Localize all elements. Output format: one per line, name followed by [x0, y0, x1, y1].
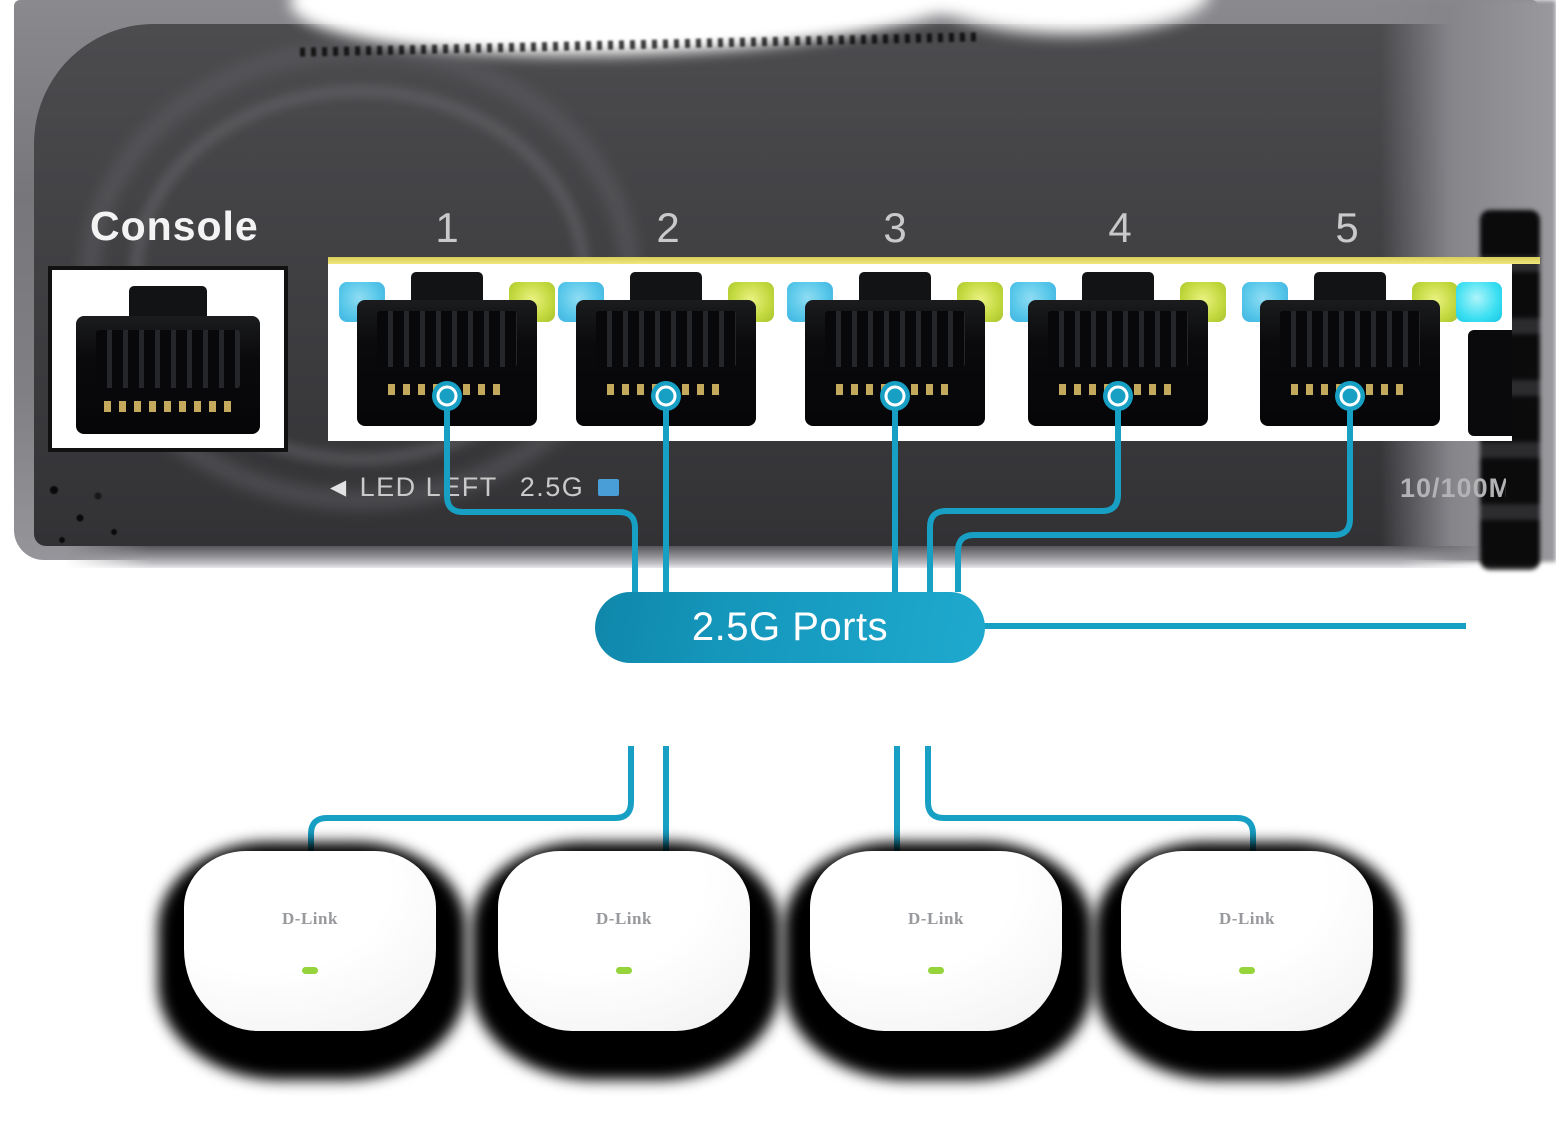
console-label: Console	[90, 203, 259, 249]
panel-accent-bar	[328, 257, 1540, 264]
port-4	[1005, 264, 1231, 441]
ap-status-led-icon	[302, 967, 318, 974]
ap-status-led-icon	[928, 967, 944, 974]
switch-bottom-bevel	[66, 546, 1486, 568]
ap-status-led-icon	[1239, 967, 1255, 974]
port-4-rj45-jack	[1005, 264, 1231, 441]
port-6-rj45-jack-partial	[1468, 330, 1512, 436]
port-6-cyan-led-icon	[1456, 282, 1502, 322]
port-2	[553, 264, 779, 441]
access-point-2: D-Link	[498, 851, 750, 1031]
port-3-number: 3	[883, 204, 907, 251]
access-point-body: D-Link	[1121, 851, 1373, 1031]
access-point-4: D-Link	[1121, 851, 1373, 1031]
access-point-3: D-Link	[810, 851, 1062, 1031]
port-4-number: 4	[1108, 204, 1132, 251]
led-legend-speed: 2.5G	[519, 472, 585, 502]
right-speed-label: 10/100M	[1400, 473, 1506, 503]
access-point-body: D-Link	[810, 851, 1062, 1031]
dlink-logo: D-Link	[282, 909, 338, 928]
switch-device: Console 1 2 3 4 5	[14, 0, 1556, 570]
dlink-logo: D-Link	[1219, 909, 1275, 928]
access-point-1: D-Link	[184, 851, 436, 1031]
dlink-logo: D-Link	[908, 909, 964, 928]
speed-callout-pill: 2.5G Ports	[595, 592, 985, 663]
access-point-body: D-Link	[184, 851, 436, 1031]
port-5	[1237, 264, 1463, 441]
port-3-rj45-jack	[782, 264, 1008, 441]
access-point-body: D-Link	[498, 851, 750, 1031]
led-legend: ◀ LED LEFT 2.5G	[330, 472, 620, 503]
console-rj45-jack	[52, 270, 284, 448]
blue-square-icon	[598, 479, 620, 496]
port-2-rj45-jack	[553, 264, 779, 441]
left-arrow-icon: ◀	[330, 476, 348, 499]
port-5-rj45-jack	[1237, 264, 1463, 441]
console-port	[48, 266, 288, 452]
dlink-logo: D-Link	[596, 909, 652, 928]
port-1	[334, 264, 560, 441]
port-1-number: 1	[435, 204, 459, 251]
port-5-number: 5	[1335, 204, 1359, 251]
ap-status-led-icon	[616, 967, 632, 974]
noise-texture	[40, 470, 160, 560]
port-3	[782, 264, 1008, 441]
led-legend-label: LED LEFT	[359, 472, 498, 502]
port-2-number: 2	[656, 204, 680, 251]
port-1-rj45-jack	[334, 264, 560, 441]
